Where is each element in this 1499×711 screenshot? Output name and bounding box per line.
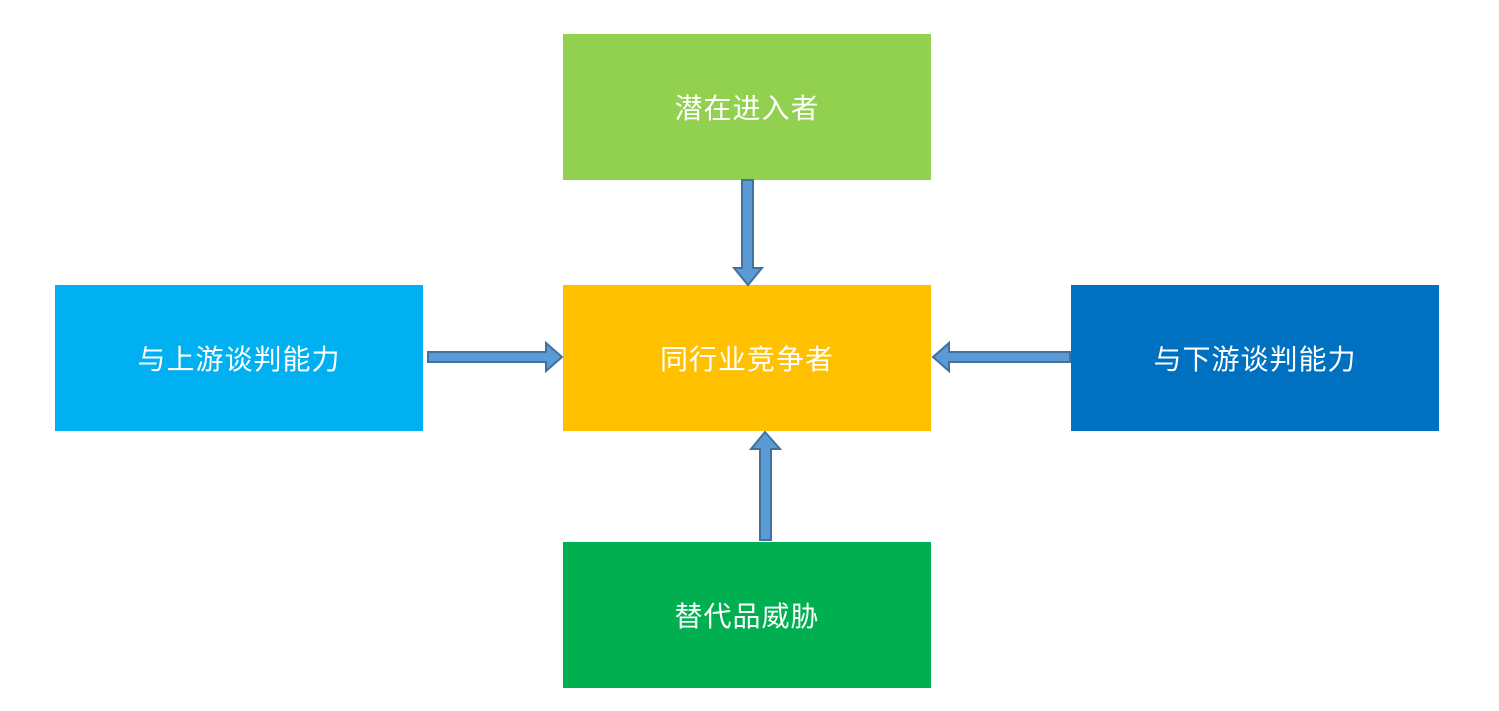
arrow-left-to-center <box>427 340 564 374</box>
node-supplier-bargaining-power-label: 与上游谈判能力 <box>137 343 341 376</box>
node-industry-competitors: 同行业竞争者 <box>563 285 931 431</box>
arrow-bottom-to-center <box>748 430 783 541</box>
node-buyer-bargaining-power: 与下游谈判能力 <box>1071 285 1439 431</box>
node-supplier-bargaining-power: 与上游谈判能力 <box>55 285 423 431</box>
node-buyer-bargaining-power-label: 与下游谈判能力 <box>1153 343 1357 376</box>
node-substitute-threat: 替代品威胁 <box>563 542 931 688</box>
node-industry-competitors-label: 同行业竞争者 <box>659 343 834 376</box>
arrow-top-to-center <box>731 179 765 287</box>
node-potential-entrants: 潜在进入者 <box>563 34 931 180</box>
node-potential-entrants-label: 潜在进入者 <box>674 92 820 125</box>
arrow-right-to-center <box>931 340 1071 374</box>
node-substitute-threat-label: 替代品威胁 <box>674 600 820 633</box>
